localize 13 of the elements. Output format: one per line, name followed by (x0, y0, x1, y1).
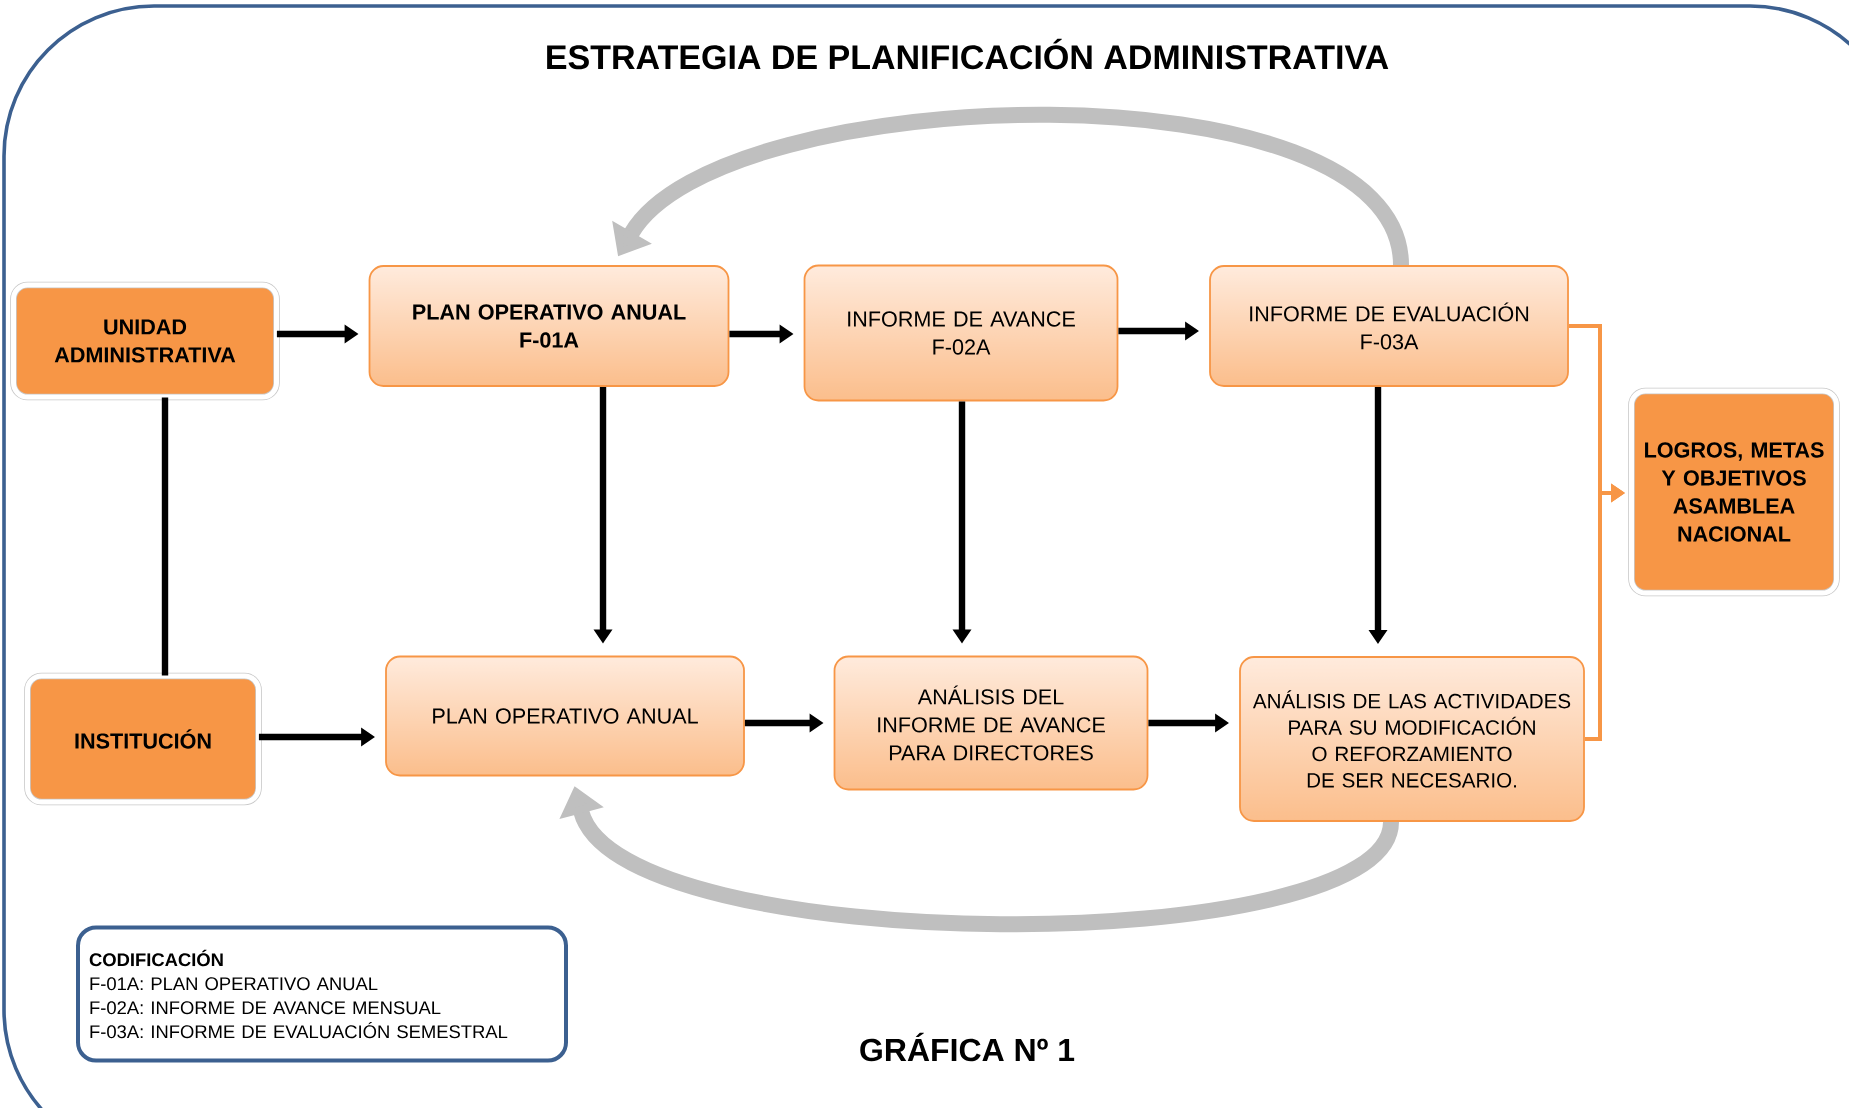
process-box: ANÁLISIS DE LAS ACTIVIDADES PARA SU MODIFICACIÓN O REFORZAMIENTO DE SER NECESARIO. (1239, 656, 1585, 822)
process-box: INFORME DE EVALUACIÓN F-03A (1209, 265, 1569, 387)
process-box: PLAN OPERATIVO ANUAL (385, 655, 745, 777)
process-box: INSTITUCIÓN (24, 672, 262, 806)
process-box: INFORME DE AVANCE F-02A (803, 264, 1119, 402)
legend-box: CODIFICACIÓN F-01A: PLAN OPERATIVO ANUAL F-02A: INFORME DE AVANCE MENSUAL F-03A: INFORME DE EVALUACIÓN SEMESTRAL (76, 925, 568, 1063)
title: ESTRATEGIA DE PLANIFICACIÓN ADMINISTRATIVA (547, 38, 1389, 70)
connector-line (161, 397, 169, 676)
process-box: LOGROS, METAS Y OBJETIVOS ASAMBLEA NACIONAL (1628, 387, 1840, 597)
caption: GRÁFICA Nº 1 (860, 1032, 1075, 1062)
process-box: ANÁLISIS DEL INFORME DE AVANCE PARA DIRECTORES (833, 655, 1149, 791)
process-box: UNIDAD ADMINISTRATIVA (10, 281, 280, 401)
process-box: PLAN OPERATIVO ANUAL F-01A (368, 265, 730, 387)
